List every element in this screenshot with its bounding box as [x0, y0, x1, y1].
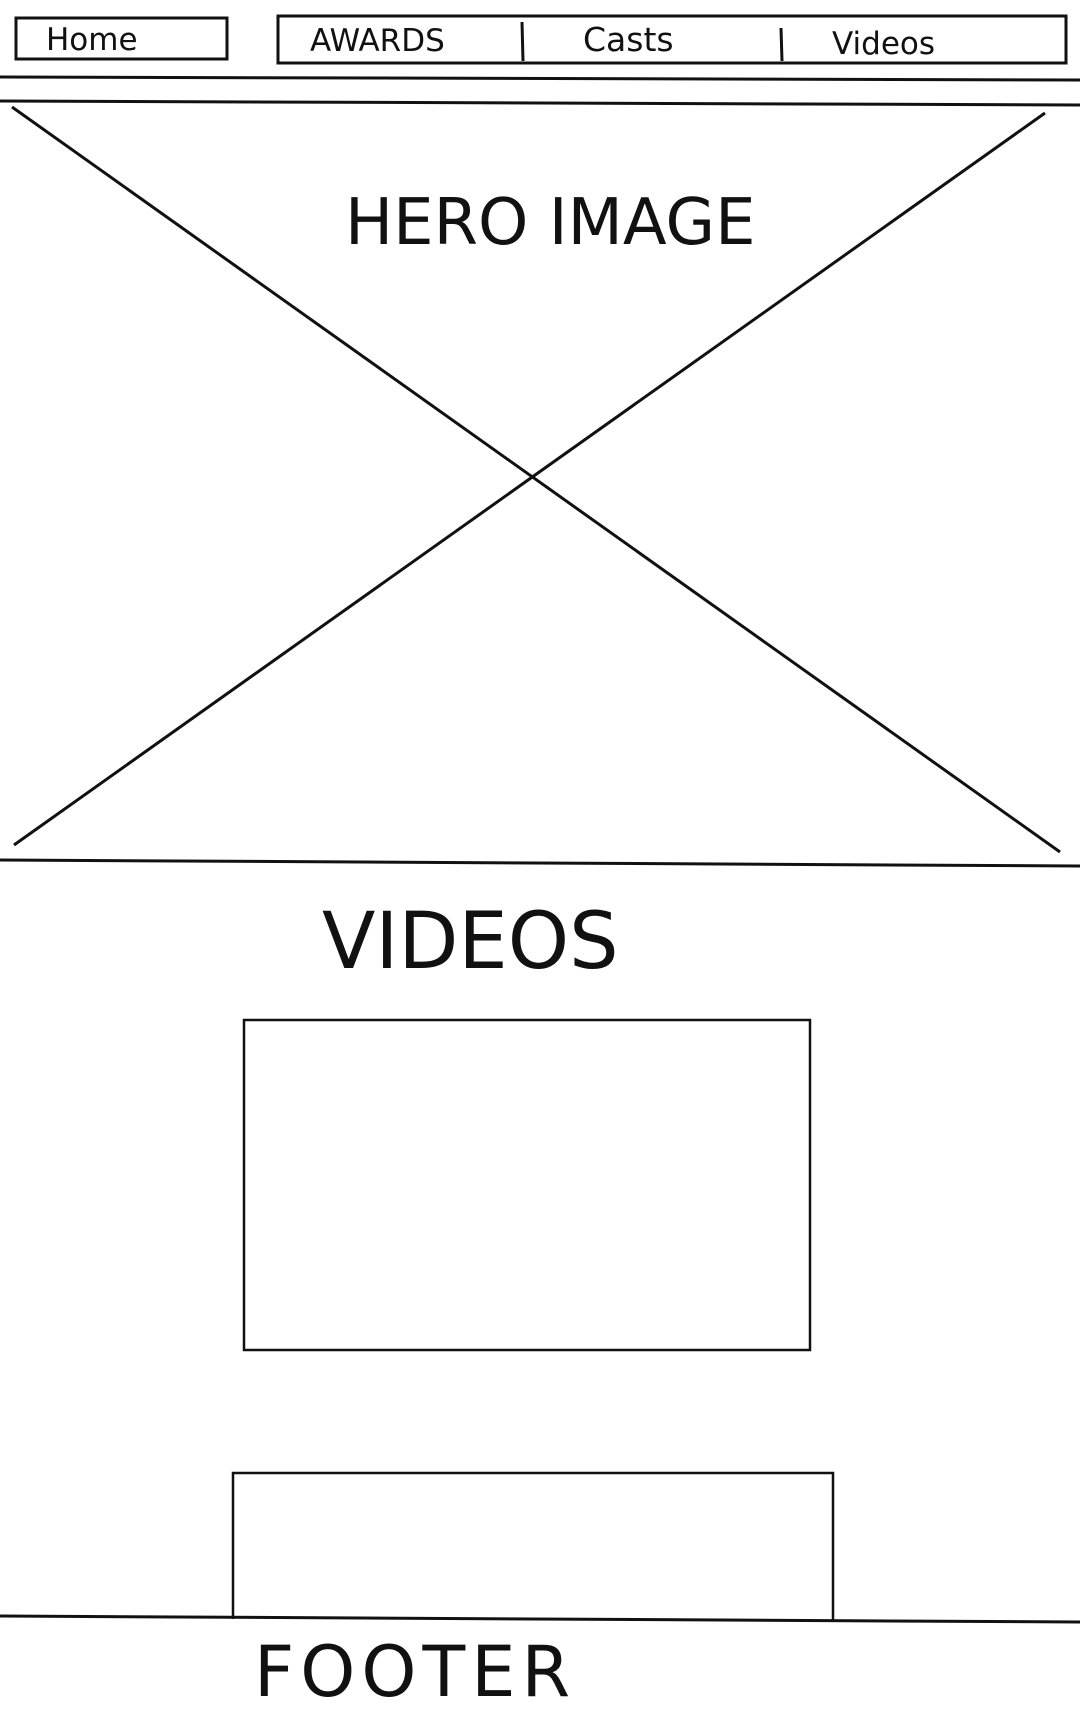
videos-section-title: VIDEOS	[322, 897, 619, 987]
footer-top-border	[0, 1614, 1080, 1624]
hero-cross-line	[11, 105, 1061, 854]
hero-bottom-border	[0, 858, 1080, 868]
nav-item-awards[interactable]: AWARDS	[310, 23, 445, 59]
hero-image-label: HERO IMAGE	[345, 186, 756, 260]
hero-image-placeholder: HERO IMAGE	[11, 105, 1061, 854]
home-nav-button[interactable]: Home	[14, 16, 229, 61]
home-button-frame	[14, 16, 229, 61]
footer-label: FOOTER	[254, 1631, 576, 1713]
video-placeholder-secondary[interactable]	[231, 1471, 835, 1621]
nav-item-videos[interactable]: Videos	[832, 26, 935, 62]
home-button-label: Home	[46, 22, 138, 58]
hero-top-border	[0, 99, 1080, 107]
hero-cross-line	[13, 111, 1046, 847]
nav-divider	[779, 27, 784, 62]
header-divider	[0, 75, 1080, 82]
video-player-placeholder[interactable]	[242, 1018, 812, 1352]
nav-item-casts[interactable]: Casts	[583, 20, 674, 59]
main-nav-bar: AWARDS Casts Videos	[276, 14, 1068, 65]
nav-divider	[520, 21, 525, 62]
main-nav-frame	[276, 14, 1068, 65]
